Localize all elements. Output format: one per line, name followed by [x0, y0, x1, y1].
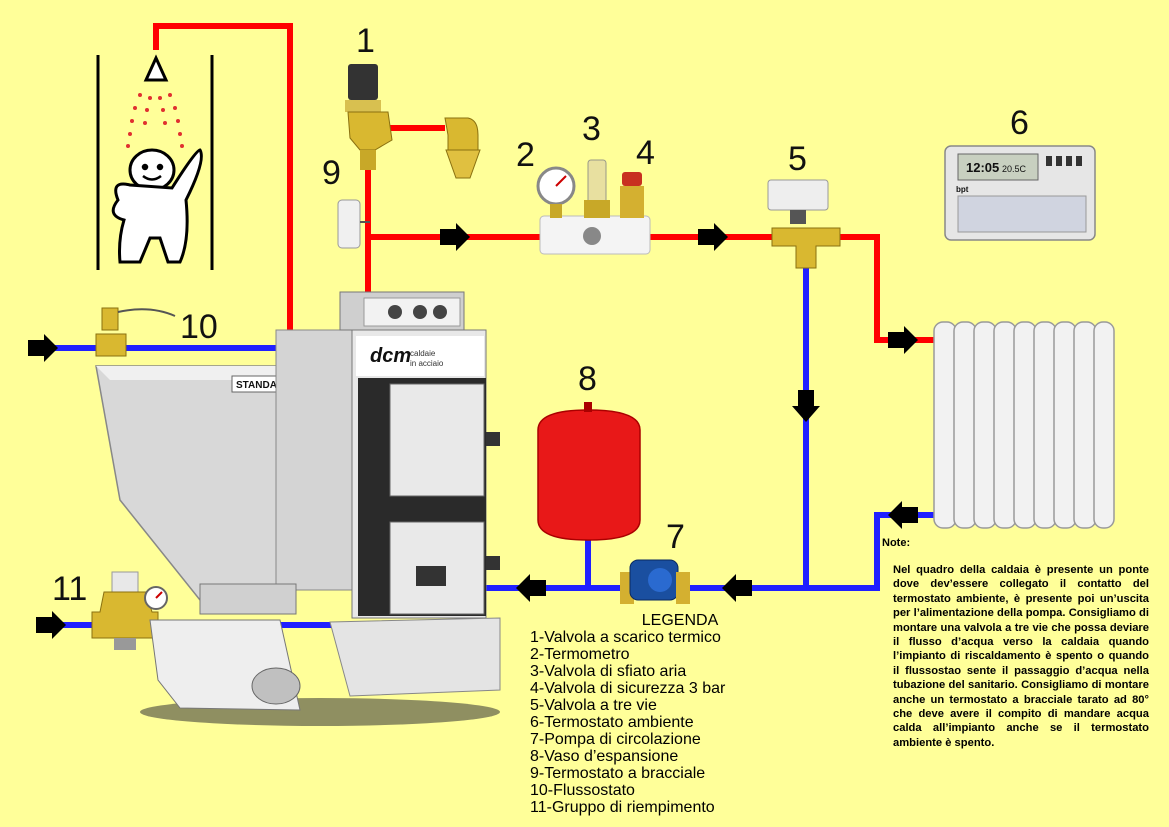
water-drops-icon — [126, 93, 184, 148]
boiler-logo: dcm — [370, 345, 411, 367]
hopper-label: STANDARD — [236, 380, 291, 391]
radiator — [933, 321, 1115, 529]
arrow-in-filling — [36, 611, 66, 639]
pellet-boiler: STANDARD dcm caldaie in acciaio — [95, 291, 501, 726]
arrow-in-flow-switch — [28, 334, 58, 362]
arrow-supply-2 — [698, 223, 728, 251]
arrow-radiator-return — [888, 501, 918, 529]
legend-item: 8-Vaso d’espansione — [530, 748, 679, 765]
callout-2: 2 — [516, 136, 535, 174]
callout-5: 5 — [788, 140, 807, 178]
legend-item: 11-Gruppo di riempimento — [530, 799, 715, 816]
flow-switch — [95, 307, 176, 357]
shower-illustration — [96, 54, 214, 270]
legend-item: 10-Flussostato — [530, 782, 635, 799]
thermostat-time: 12:05 — [966, 160, 999, 175]
note-body: Nel quadro della caldaia è presente un p… — [893, 564, 1149, 749]
thermal-discharge-valve — [345, 64, 481, 179]
arrow-return-2 — [516, 574, 546, 602]
callout-4: 4 — [636, 134, 655, 172]
legend: LEGENDA 1-Valvola a scarico termico 2-Te… — [530, 612, 790, 816]
callout-10: 10 — [180, 308, 218, 346]
callout-9: 9 — [322, 154, 341, 192]
strap-thermostat — [337, 199, 370, 249]
callout-7: 7 — [666, 518, 685, 556]
boiler-brand-sub: in acciaio — [410, 359, 444, 368]
legend-item: 9-Termostato a bracciale — [530, 765, 706, 782]
callout-8: 8 — [578, 360, 597, 398]
legend-item: 6-Termostato ambiente — [530, 714, 694, 731]
callout-6: 6 — [1010, 104, 1029, 142]
legend-item: 4-Valvola di sicurezza 3 bar — [530, 680, 726, 697]
legend-item: 3-Valvola di sfiato aria — [530, 663, 687, 680]
thermostat-brand: bpt — [956, 185, 969, 194]
person-showering-icon — [111, 148, 203, 264]
callout-3: 3 — [582, 110, 601, 148]
legend-item: 5-Valvola a tre vie — [530, 697, 657, 714]
safety-group — [536, 159, 651, 255]
arrow-bypass-down — [792, 390, 820, 422]
thermostat-temp: 20.5C — [1002, 164, 1027, 174]
legend-title: LEGENDA — [641, 612, 719, 629]
flow-arrows — [28, 223, 918, 639]
legend-item: 2-Termometro — [530, 646, 630, 663]
callout-1: 1 — [356, 22, 375, 60]
legend-item: 1-Valvola a scarico termico — [530, 629, 721, 646]
arrow-return-1 — [722, 574, 752, 602]
room-thermostat: 12:05 20.5C bpt — [944, 145, 1096, 241]
callout-11: 11 — [52, 570, 87, 608]
boiler-brand: caldaie — [410, 349, 436, 358]
shower-head-icon — [143, 54, 169, 82]
legend-item: 7-Pompa di circolazione — [530, 731, 701, 748]
note-title: Note: — [882, 537, 911, 549]
arrow-supply-1 — [440, 223, 470, 251]
three-way-valve — [767, 179, 841, 269]
circulation-pump — [620, 559, 690, 604]
arrow-to-radiator — [888, 326, 918, 354]
expansion-tank — [537, 402, 641, 541]
